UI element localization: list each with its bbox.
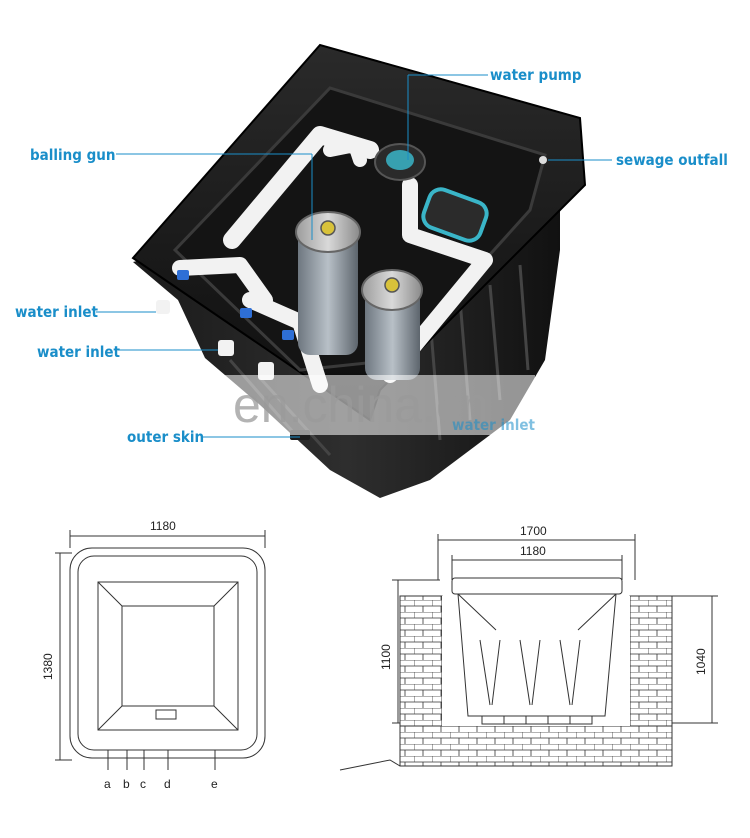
callouts: water pump balling gun sewage outfall wa… (15, 66, 728, 446)
side-view-outer-width-label: 1700 (520, 524, 547, 538)
label-water-inlet-hidden: water inlet (452, 416, 536, 434)
side-view-lid (451, 577, 623, 595)
label-outer-skin: outer skin (127, 428, 204, 446)
marker-b: b (123, 777, 130, 791)
marker-c: c (140, 777, 146, 791)
label-water-pump: water pump (490, 66, 582, 84)
filter-canister-right (361, 269, 423, 380)
brick-wall-right (629, 595, 673, 727)
marker-e: e (211, 777, 218, 791)
blue-valves (177, 270, 294, 340)
top-view-drawing (55, 530, 266, 770)
side-view-tank-body (457, 593, 617, 717)
label-sewage-outfall: sewage outfall (616, 151, 728, 169)
brick-wall-left (399, 595, 443, 727)
marker-a: a (104, 777, 111, 791)
top-view-width-label: 1180 (150, 519, 176, 533)
watermark-text: en.china.cn (233, 377, 489, 433)
side-view-drawing (339, 534, 718, 771)
top-view-height-label: 1380 (41, 653, 55, 680)
side-view-inner-width-label: 1180 (520, 544, 546, 558)
top-view-outer (69, 547, 266, 759)
filter-canister-left (295, 211, 361, 355)
label-water-inlet-1: water inlet (15, 303, 99, 321)
pipe-top-bend (323, 138, 367, 167)
marker-d: d (164, 777, 171, 791)
pipe-left-riser (172, 257, 273, 308)
brick-base (399, 725, 673, 767)
label-balling-gun: balling gun (30, 146, 115, 164)
watermark: en.china.cn (140, 375, 535, 435)
side-view-right-height-label: 1040 (694, 648, 708, 675)
side-view-left-height-label: 1100 (379, 644, 393, 670)
label-water-inlet-2: water inlet (37, 343, 121, 361)
water-pump (374, 143, 489, 243)
pipe-right (382, 177, 493, 383)
sewage-outfall-port (539, 156, 547, 164)
